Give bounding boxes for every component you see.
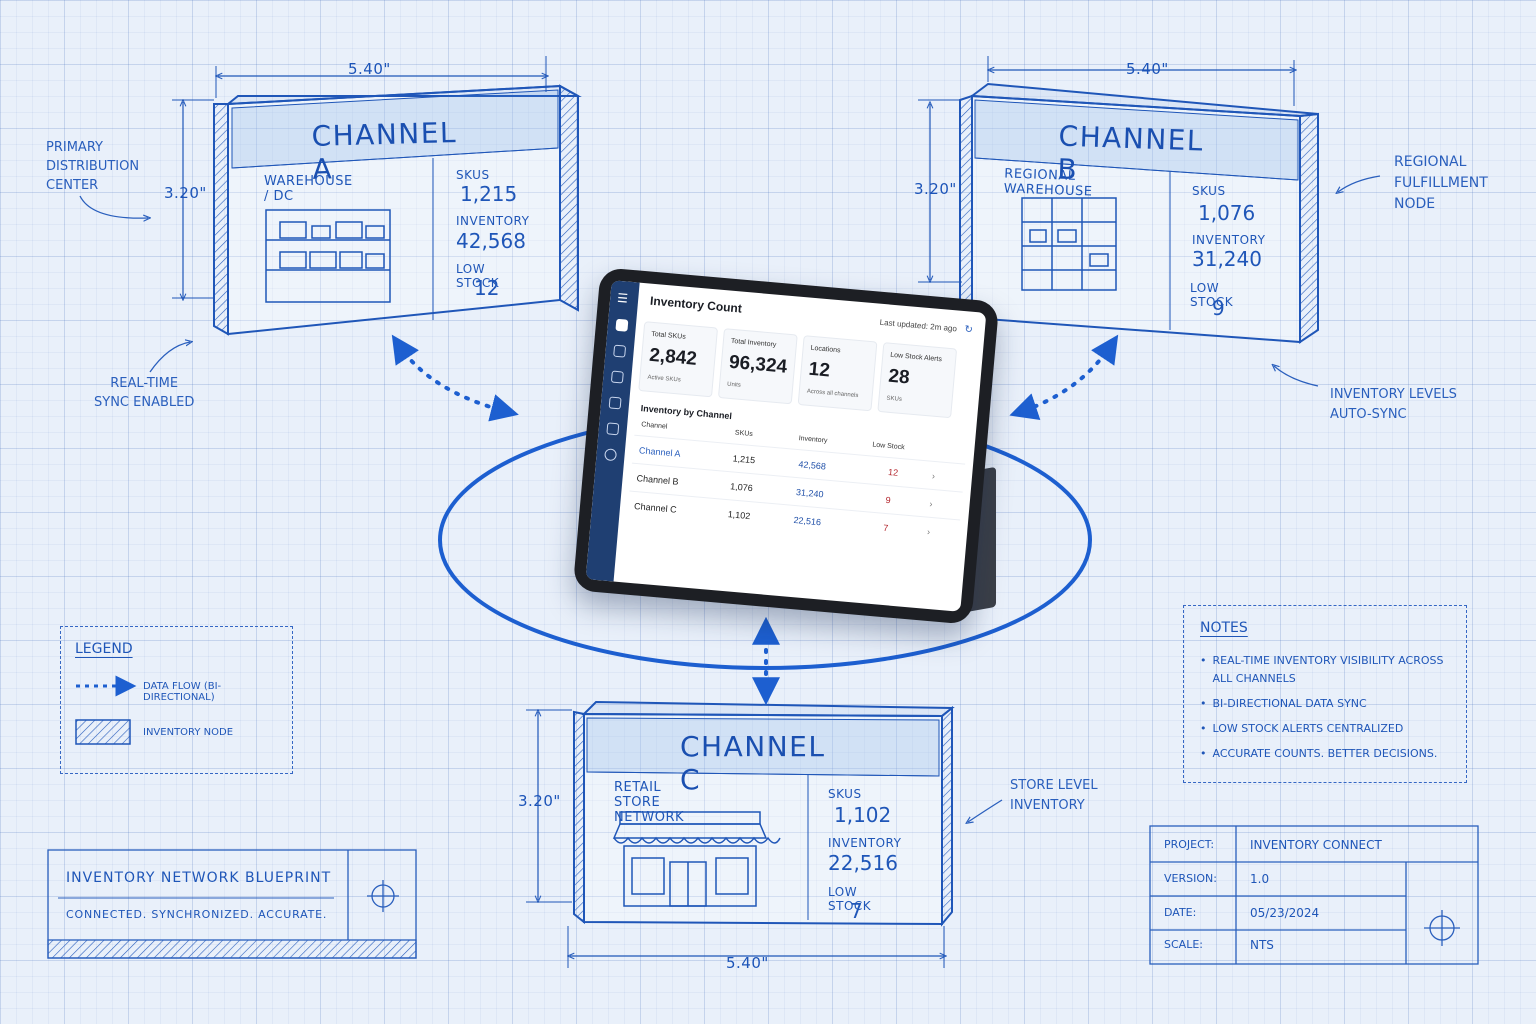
box-icon[interactable]: [613, 344, 627, 358]
annotation-autosync: INVENTORY LEVELS AUTO-SYNC: [1330, 387, 1457, 422]
channel-c-title: CHANNEL C: [680, 730, 826, 796]
legend: LEGEND DATA FLOW (BI-DIRECTIONAL) INVENT…: [60, 626, 293, 774]
channel-b-inventory: 31,240: [1192, 247, 1262, 271]
annotation-realtime: REAL-TIME SYNC ENABLED: [94, 376, 195, 410]
tablet-screen: ☰ Inventory Count Last updated: 2m ago ↻…: [585, 280, 987, 612]
flow-arrow-a: [391, 334, 519, 422]
legend-node: INVENTORY NODE: [143, 727, 234, 738]
scale-value: NTS: [1250, 938, 1274, 952]
channel-b-low: 9: [1212, 296, 1225, 320]
kpi-locations: Locations 12 Across all channels: [797, 335, 878, 412]
version-label: VERSION:: [1164, 872, 1217, 885]
chevron-right-icon[interactable]: ›: [926, 526, 931, 537]
kpi-total-inventory: Total Inventory 96,324 Units: [717, 328, 798, 405]
notes-item: •BI-DIRECTIONAL DATA SYNC: [1200, 697, 1367, 710]
channel-a-height-dim: 3.20": [164, 184, 207, 202]
channel-a-subtitle: WAREHOUSE / DC: [264, 174, 353, 204]
scale-label: SCALE:: [1164, 938, 1203, 951]
tablet-main: Inventory Count Last updated: 2m ago ↻ T…: [614, 283, 987, 612]
list-icon[interactable]: [610, 370, 624, 384]
channel-a-low: 12: [474, 276, 500, 300]
channel-c-low-label: LOW STOCK: [828, 885, 872, 913]
channel-c-height-dim: 3.20": [518, 792, 561, 810]
chevron-right-icon[interactable]: ›: [929, 498, 933, 509]
menu-icon[interactable]: ☰: [616, 290, 629, 306]
blueprint-title: INVENTORY NETWORK BLUEPRINT: [66, 870, 332, 886]
section-title: Inventory by Channel: [640, 403, 733, 422]
notes: NOTES •REAL-TIME INVENTORY VISIBILITY AC…: [1183, 605, 1467, 783]
annotation-primary: PRIMARY DISTRIBUTION CENTER: [46, 140, 140, 193]
channel-b-width-dim: 5.40": [1126, 60, 1169, 78]
channel-a-width-dim: 5.40": [348, 60, 391, 78]
notes-item: •ACCURATE COUNTS. BETTER DECISIONS.: [1200, 747, 1438, 760]
notes-title: NOTES: [1200, 620, 1248, 636]
flow-arrow-b: [1009, 334, 1119, 420]
notes-list: •REAL-TIME INVENTORY VISIBILITY ACROSS A…: [1200, 652, 1460, 763]
channel-c-inventory: 22,516: [828, 851, 898, 875]
project-label: PROJECT:: [1164, 838, 1215, 851]
channel-b-skus-label: SKUs: [1192, 184, 1226, 198]
alert-icon[interactable]: [606, 422, 620, 436]
channel-c-low: 7: [850, 899, 863, 923]
channel-a-skus-label: SKUS: [456, 168, 490, 182]
tablet-title: Inventory Count: [649, 293, 743, 316]
legend-node-swatch: [75, 719, 131, 745]
channel-b-subtitle: REGIONAL WAREHOUSE: [1003, 166, 1093, 200]
annotation-regional: REGIONAL FULFILLMENT NODE: [1394, 154, 1488, 212]
annotation-store: STORE LEVEL INVENTORY: [1010, 778, 1098, 813]
channel-b-height-dim: 3.20": [914, 180, 957, 198]
channel-c-box: [526, 700, 955, 968]
report-icon[interactable]: [608, 396, 622, 410]
channel-a-inventory: 42,568: [456, 229, 526, 253]
settings-icon[interactable]: [604, 448, 618, 462]
channel-c-subtitle: RETAIL STORE NETWORK: [614, 780, 685, 825]
channel-b-low-label: LOW STOCK: [1190, 281, 1234, 309]
channel-a-box: [172, 56, 582, 336]
date-value: 05/23/2024: [1250, 906, 1320, 920]
date-label: DATE:: [1164, 906, 1197, 919]
chevron-right-icon[interactable]: ›: [931, 470, 936, 482]
header-skus: SKUs: [734, 429, 754, 439]
notes-item: •LOW STOCK ALERTS CENTRALIZED: [1200, 722, 1404, 735]
header-inventory: Inventory: [798, 435, 828, 445]
notes-item: •REAL-TIME INVENTORY VISIBILITY ACROSS A…: [1200, 654, 1444, 685]
kpi-low-stock: Low Stock Alerts 28 SKUs: [877, 342, 958, 419]
tablet-updated: Last updated: 2m ago: [879, 317, 958, 334]
channel-c-inventory-label: INVENTORY: [828, 836, 902, 850]
legend-title: LEGEND: [75, 641, 133, 657]
home-icon[interactable]: [615, 318, 629, 332]
channel-b-box: [918, 56, 1319, 344]
version-value: 1.0: [1250, 872, 1270, 886]
header-channel: Channel: [640, 421, 668, 431]
channel-a-skus: 1,215: [460, 182, 518, 206]
kpi-total-skus: Total SKUs 2,842 Active SKUs: [638, 321, 719, 398]
channel-b-skus: 1,076: [1198, 201, 1256, 225]
channel-c-width-dim: 5.40": [726, 954, 769, 972]
channel-c-skus: 1,102: [834, 803, 892, 827]
project-value: INVENTORY CONNECT: [1250, 838, 1382, 852]
channel-c-skus-label: SKUs: [828, 787, 862, 801]
refresh-icon[interactable]: ↻: [963, 324, 974, 336]
channel-a-inventory-label: INVENTORY: [456, 214, 530, 228]
channel-a-low-label: LOW STOCK: [456, 262, 500, 290]
legend-data-flow: DATA FLOW (BI-DIRECTIONAL): [143, 681, 222, 703]
tablet: ☰ Inventory Count Last updated: 2m ago ↻…: [572, 267, 1000, 625]
blueprint-tagline: CONNECTED. SYNCHRONIZED. ACCURATE.: [66, 908, 328, 921]
header-low-stock: Low Stock: [872, 441, 905, 452]
channel-b-inventory-label: INVENTORY: [1192, 233, 1266, 247]
